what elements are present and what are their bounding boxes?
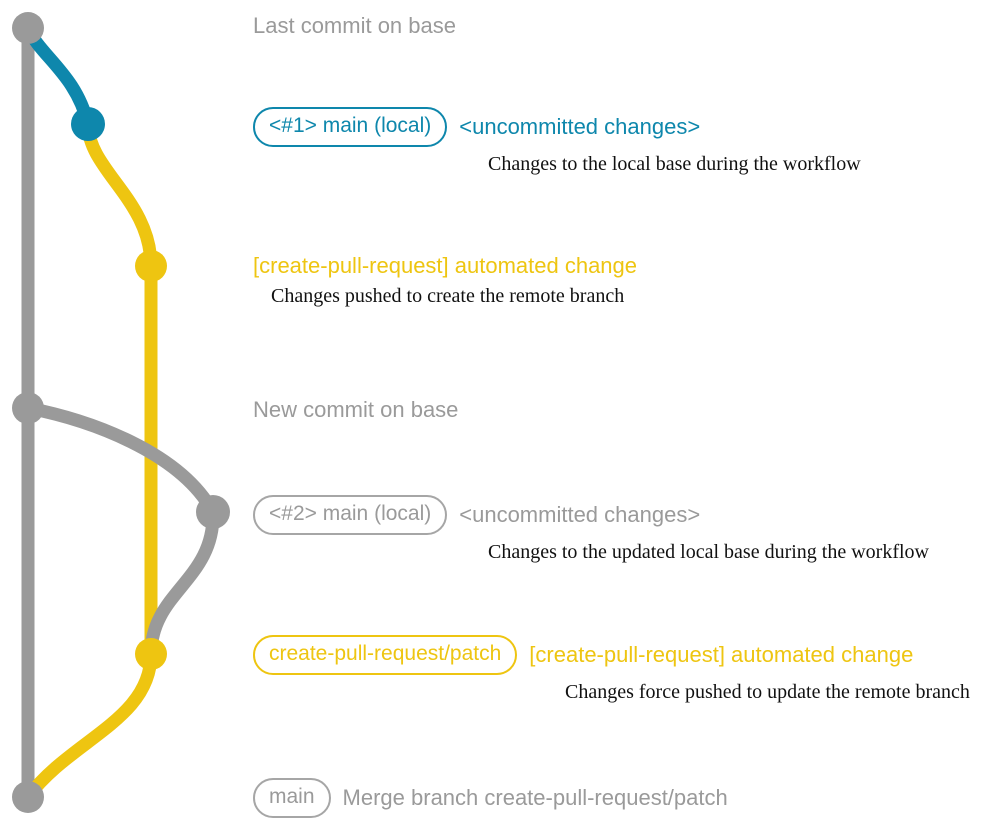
commit-subject-last-commit-on-base: Last commit on base	[253, 13, 456, 38]
commit-note-4: Changes force pushed to update the remot…	[565, 681, 970, 703]
commit-node-base-new[interactable]	[12, 392, 44, 424]
row-main: main Merge branch create-pull-request/pa…	[253, 778, 728, 818]
graph-row-last-commit-on-base: Last commit on base	[253, 13, 456, 39]
commit-node-base-last[interactable]	[12, 12, 44, 44]
commit-node-remote-2[interactable]	[135, 638, 167, 670]
row-main: create-pull-request/patch [create-pull-r…	[253, 635, 913, 675]
updated-local-to-remote-line	[144, 505, 220, 661]
graph-row-new-commit-on-base: New commit on base	[253, 397, 458, 423]
branch-badge-main-local-2[interactable]: <#2> main (local)	[253, 495, 448, 535]
updated-local-branch-line	[21, 401, 220, 519]
row-main: <#2> main (local) <uncommitted changes>	[253, 495, 700, 535]
commit-node-remote-1[interactable]	[135, 250, 167, 282]
remote-branch-line-1	[81, 117, 158, 273]
graph-row-commit-1-local: <#1> main (local) <uncommitted changes> …	[253, 107, 861, 176]
commit-subject-automated-change-1: [create-pull-request] automated change	[253, 253, 638, 278]
branch-badge-main-local-1[interactable]: <#1> main (local)	[253, 107, 448, 147]
commit-note-3: Changes to the updated local base during…	[488, 541, 929, 563]
commit-node-local-1[interactable]	[71, 107, 105, 141]
commit-node-base-merge[interactable]	[12, 781, 44, 813]
branch-badge-create-pull-request-patch[interactable]: create-pull-request/patch	[253, 635, 518, 675]
branch-badge-main[interactable]: main	[253, 778, 331, 818]
commit-subject-uncommitted-changes-1: <uncommitted changes>	[459, 114, 701, 139]
commit-subject-automated-change-2: [create-pull-request] automated change	[529, 642, 914, 667]
branch-graph-svg	[12, 12, 230, 813]
row-main: New commit on base	[253, 397, 458, 423]
graph-row-commit-2-local: <#2> main (local) <uncommitted changes> …	[253, 495, 929, 564]
commit-note-1: Changes to the local base during the wor…	[488, 153, 861, 175]
graph-row-commit-remote-1: [create-pull-request] automated change C…	[253, 253, 637, 308]
commit-subject-uncommitted-changes-2: <uncommitted changes>	[459, 502, 701, 527]
row-main: Last commit on base	[253, 13, 456, 39]
row-main: [create-pull-request] automated change	[253, 253, 637, 279]
merge-back-line	[21, 647, 158, 804]
graph-row-merge-commit: main Merge branch create-pull-request/pa…	[253, 778, 728, 818]
commit-subject-new-commit-on-base: New commit on base	[253, 397, 459, 422]
row-main: <#1> main (local) <uncommitted changes>	[253, 107, 700, 147]
commit-subject-merge-branch: Merge branch create-pull-request/patch	[342, 785, 728, 810]
graph-row-commit-remote-2: create-pull-request/patch [create-pull-r…	[253, 635, 970, 704]
commit-note-2: Changes pushed to create the remote bran…	[271, 285, 625, 307]
commit-node-local-2[interactable]	[196, 495, 230, 529]
